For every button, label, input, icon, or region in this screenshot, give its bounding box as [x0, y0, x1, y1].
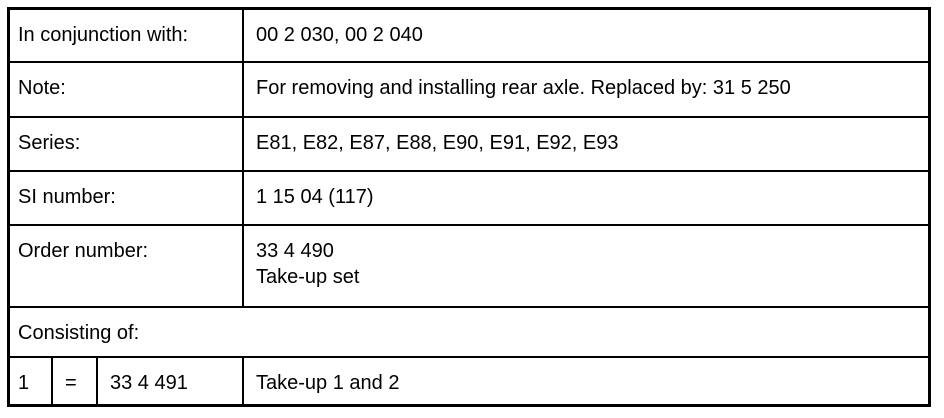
row-order-number: Order number: 33 4 490 Take-up set — [10, 224, 928, 306]
order-description: Take-up set — [256, 266, 360, 288]
order-number: 33 4 490 — [256, 240, 334, 262]
si-number-value: 1 15 04 (117) — [242, 172, 928, 224]
order-number-value: 33 4 490 Take-up set — [242, 226, 928, 306]
si-number-label: SI number: — [18, 186, 116, 208]
conjunction-value: 00 2 030, 00 2 040 — [242, 10, 928, 61]
component-part-number: 33 4 491 — [96, 358, 242, 404]
tool-info-table: In conjunction with: 00 2 030, 00 2 040 … — [7, 7, 931, 407]
series-value: E81, E82, E87, E88, E90, E91, E92, E93 — [242, 118, 928, 170]
conjunction-label: In conjunction with: — [18, 24, 189, 46]
row-in-conjunction-with: In conjunction with: 00 2 030, 00 2 040 — [10, 10, 928, 61]
row-series: Series: E81, E82, E87, E88, E90, E91, E9… — [10, 116, 928, 170]
note-label: Note: — [18, 77, 66, 99]
note-value: For removing and installing rear axle. R… — [242, 63, 928, 116]
series-label: Series: — [18, 132, 81, 154]
row-si-number: SI number: 1 15 04 (117) — [10, 170, 928, 224]
order-number-label: Order number: — [18, 240, 149, 262]
component-equals-sign: = — [51, 358, 96, 404]
component-description: Take-up 1 and 2 — [242, 358, 928, 404]
row-consisting-of: Consisting of: — [10, 306, 928, 356]
component-quantity: 1 — [18, 372, 30, 394]
row-note: Note: For removing and installing rear a… — [10, 61, 928, 116]
component-row: 1 = 33 4 491 Take-up 1 and 2 — [10, 356, 928, 404]
consisting-of-label: Consisting of: — [18, 322, 140, 344]
